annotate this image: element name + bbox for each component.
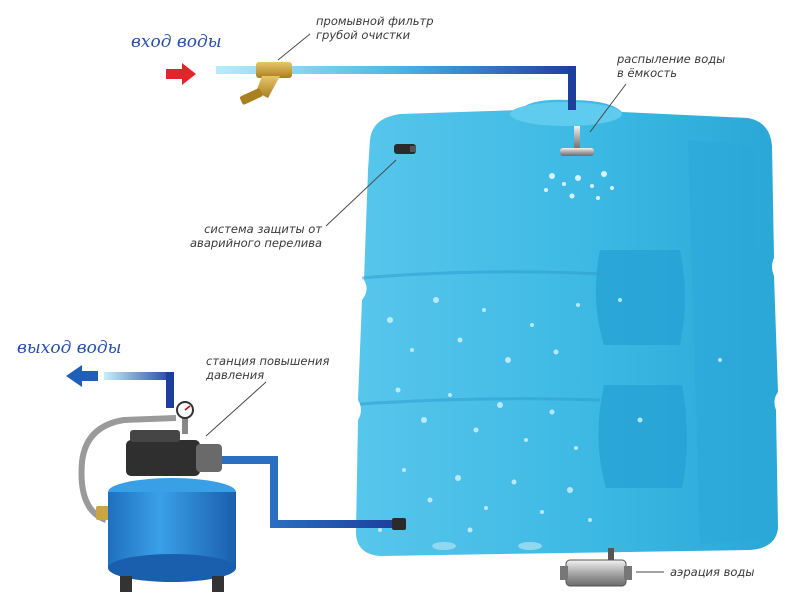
water-in-label: вход воды [131, 32, 222, 52]
overflow-label: система защиты от аварийного перелива [190, 222, 322, 250]
arrow-right-icon [166, 63, 196, 85]
water-tank [356, 99, 778, 556]
aeration-unit-icon [560, 548, 632, 587]
aeration-label: аэрация воды [670, 565, 755, 579]
water-out-label: выход воды [17, 338, 122, 358]
spray-nozzle-icon [544, 126, 614, 200]
outlet-pipe [104, 372, 174, 408]
pump-label-line2: давления [206, 368, 265, 382]
pump-label: станция повышения давления [206, 354, 329, 382]
overflow-label-line1: система защиты от [204, 222, 323, 236]
filter-label-line2: грубой очистки [316, 28, 411, 42]
filter-label: промывной фильтр грубой очистки [316, 14, 434, 42]
overflow-label-line2: аварийного перелива [190, 236, 323, 250]
supply-pipe [218, 456, 406, 530]
leader-lines [205, 33, 664, 573]
filter-valve-icon [239, 62, 292, 105]
inlet-pipe [216, 66, 576, 110]
pump-motor-icon [126, 430, 222, 476]
spray-label: распыление воды в ёмкость [617, 52, 725, 80]
spray-label-line2: в ёмкость [617, 66, 677, 80]
overflow-valve-icon [394, 144, 416, 154]
pressure-gauge-icon [176, 401, 194, 434]
filter-label-line1: промывной фильтр [316, 14, 434, 28]
spray-label-line1: распыление воды [617, 52, 726, 66]
arrow-left-icon [66, 365, 98, 387]
pressure-booster-station [78, 401, 236, 592]
accumulator-tank [108, 478, 236, 592]
pump-label-line1: станция повышения [206, 354, 330, 368]
